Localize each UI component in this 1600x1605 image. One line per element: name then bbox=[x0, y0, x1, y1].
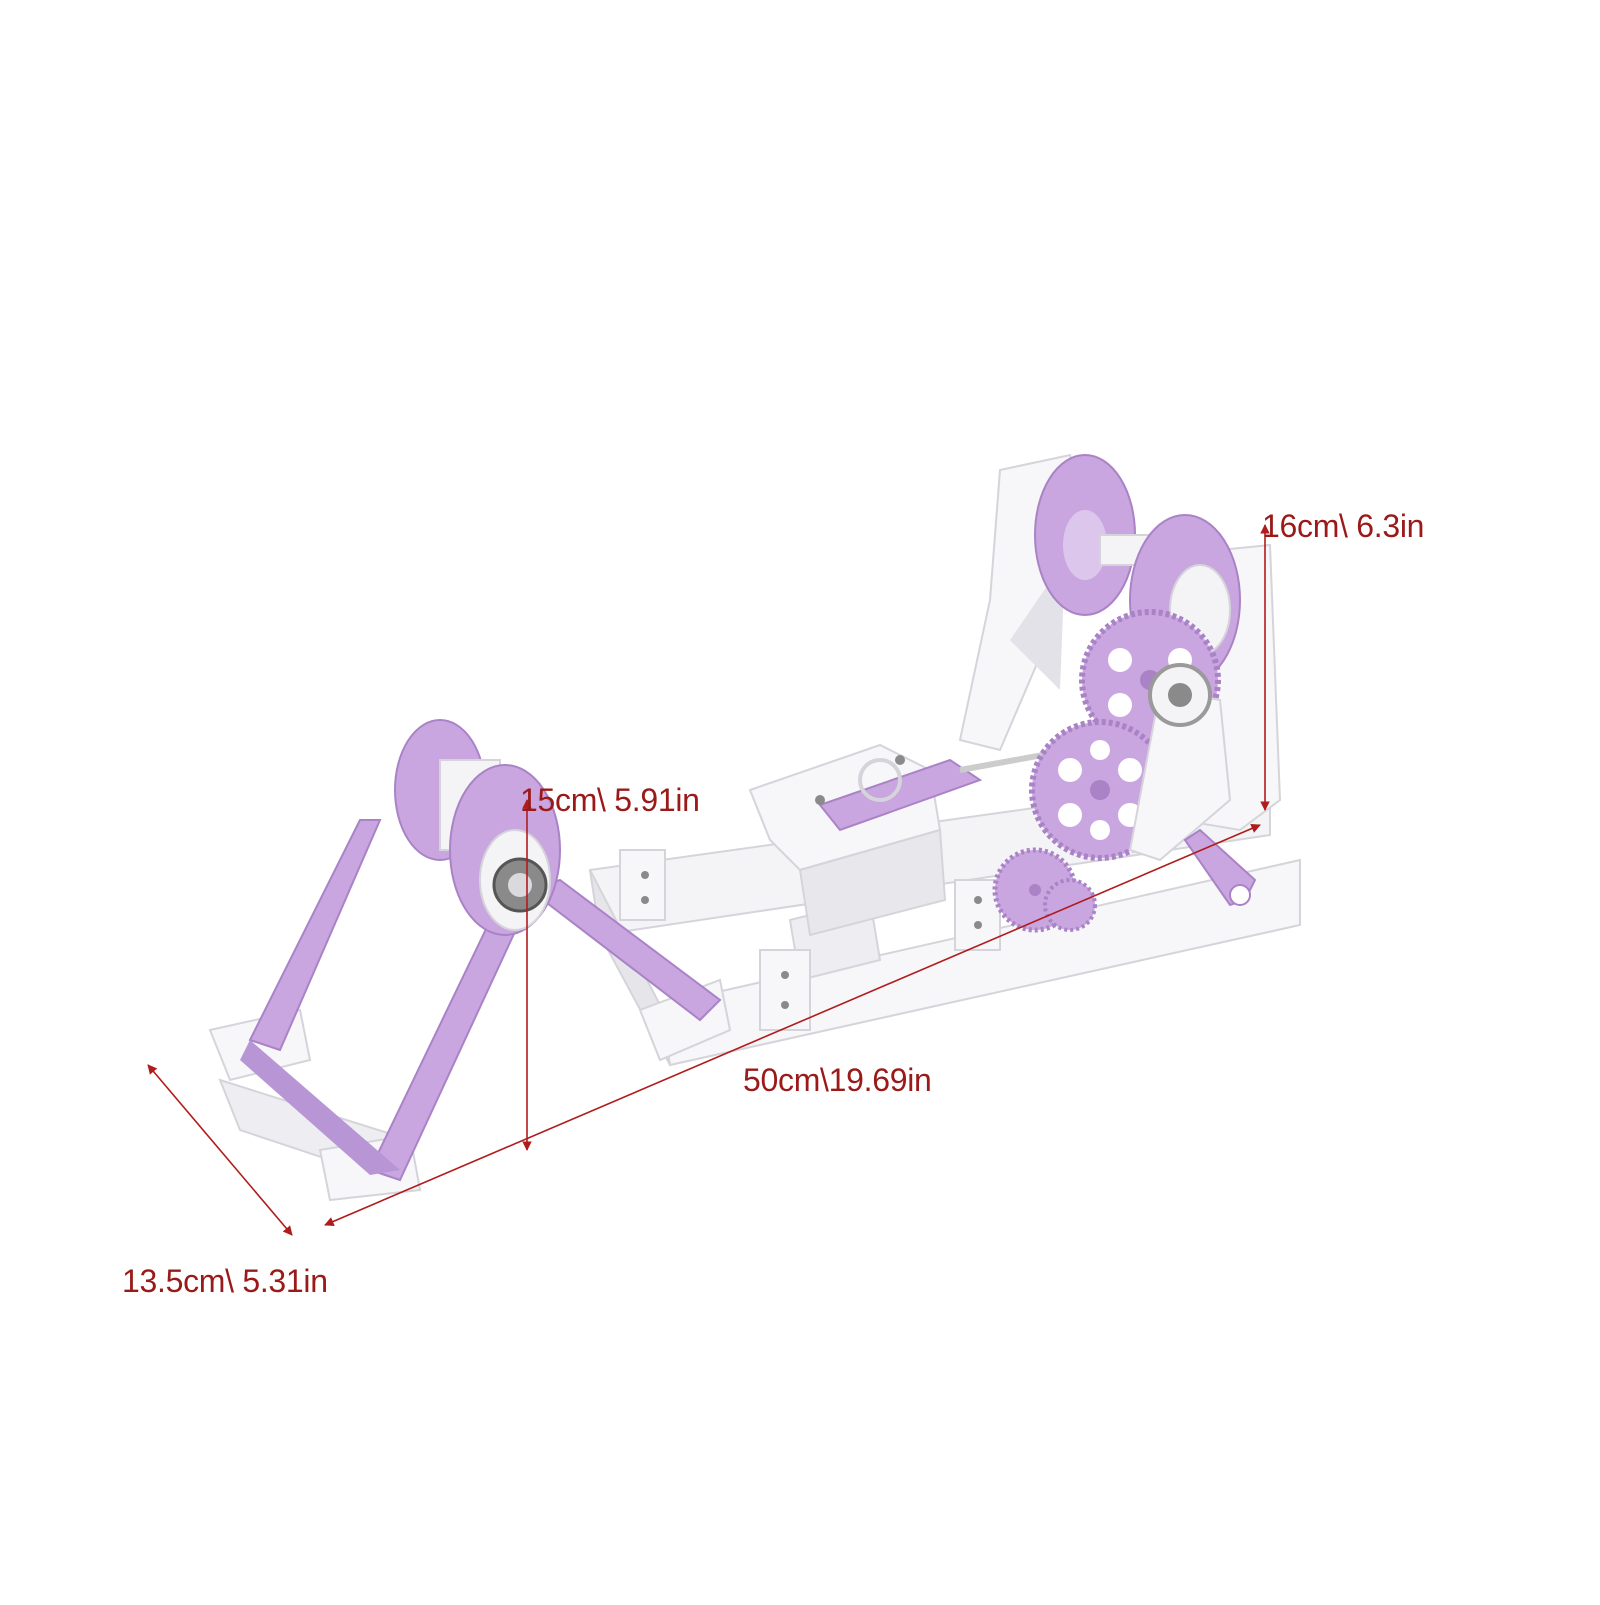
length-dimension-line bbox=[324, 823, 1261, 1227]
swift-height-label: 15cm\ 5.91in bbox=[520, 782, 700, 818]
width-dimension-line bbox=[147, 1064, 293, 1236]
dimension-lines bbox=[147, 524, 1270, 1236]
height-label: 16cm\ 6.3in bbox=[1262, 508, 1425, 544]
width-label: 13.5cm\ 5.31in bbox=[122, 1263, 328, 1299]
length-label: 50cm\19.69in bbox=[743, 1062, 932, 1098]
